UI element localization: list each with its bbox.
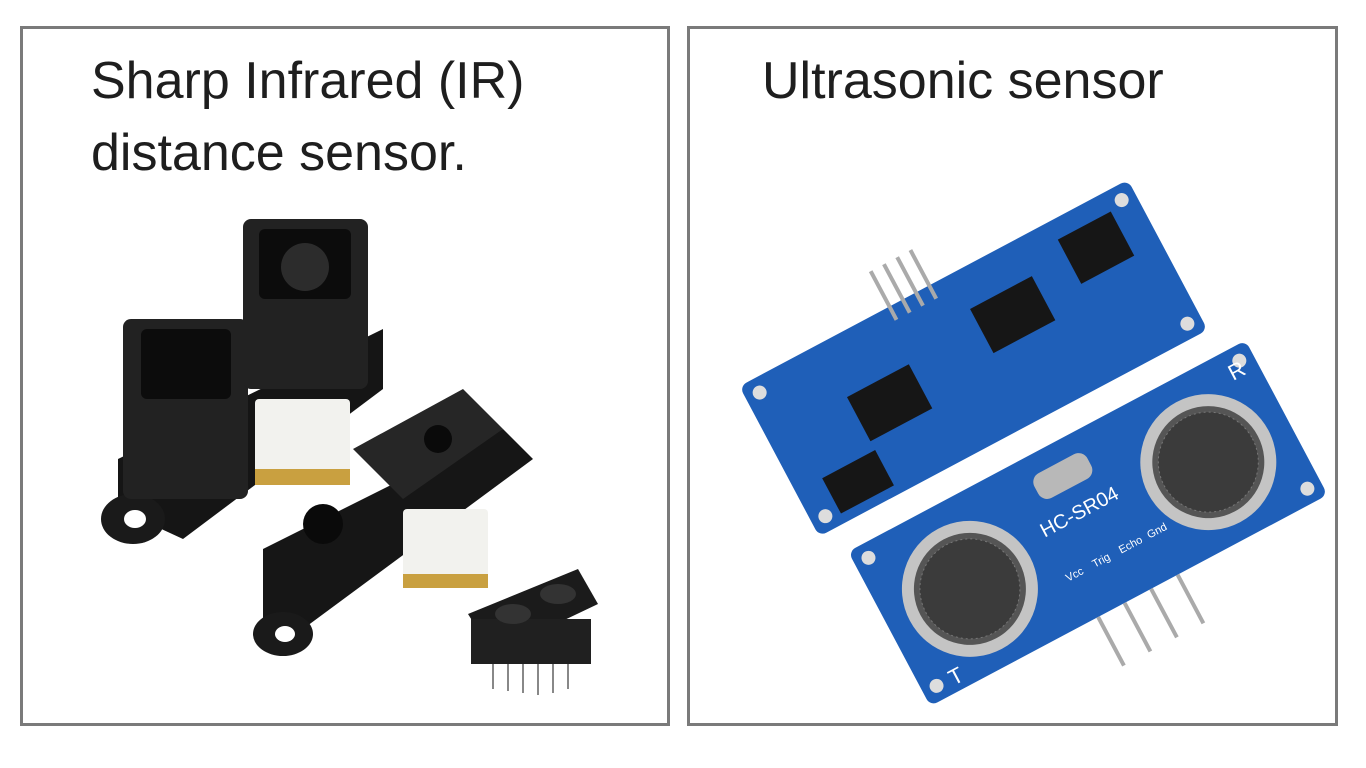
ultrasonic-sensor-panel: Ultrasonic sensor (687, 26, 1338, 726)
title-line-2: distance sensor. (91, 124, 467, 182)
ir-sensor-medium (253, 389, 533, 656)
ir-sensor-small (468, 569, 598, 695)
pcb-front: HC-SR04 T R Vcc Trig Echo Gnd (851, 343, 1325, 704)
ir-sensor-large (101, 219, 383, 544)
transmitter (901, 520, 1038, 657)
ultrasonic-sensor-title: Ultrasonic sensor (762, 52, 1164, 110)
ir-sensor-title: Sharp Infrared (IR) distance sensor. (91, 45, 525, 189)
receiver (1140, 394, 1277, 531)
pcb-back (742, 182, 1205, 534)
ultrasonic-sensor-image: HC-SR04 T R Vcc Trig Echo Gnd (742, 182, 1325, 704)
title-line-1: Sharp Infrared (IR) (91, 52, 525, 110)
ir-sensor-image (101, 219, 598, 695)
ir-sensor-panel: Sharp Infrared (IR) distance sensor. (20, 26, 670, 726)
